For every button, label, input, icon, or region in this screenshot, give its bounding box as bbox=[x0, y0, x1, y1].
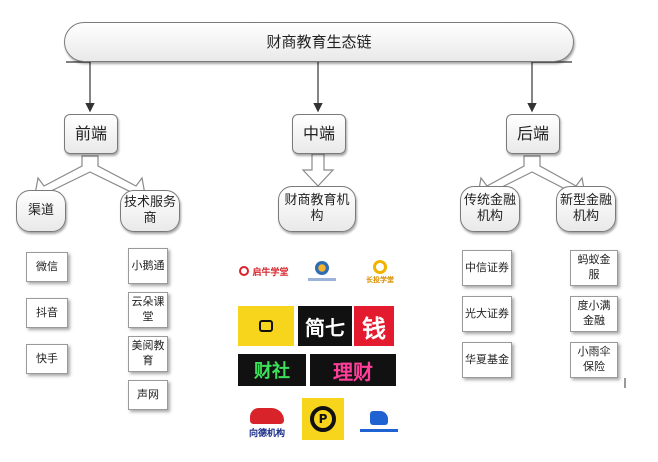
qian-logo: 钱 bbox=[354, 306, 394, 346]
p-logo: P bbox=[302, 398, 344, 440]
changtou-icon bbox=[373, 259, 387, 274]
ququ-icon bbox=[239, 266, 250, 276]
edu-logo-small bbox=[308, 258, 336, 284]
traditional-finance-item: 光大证券 bbox=[462, 296, 512, 332]
caishe-logo: 财社 bbox=[238, 354, 306, 386]
ququ-logo: 启牛学堂 bbox=[234, 262, 294, 280]
changtou-logo: 长投学堂 bbox=[362, 258, 398, 286]
traditional-finance-item: 中信证券 bbox=[462, 250, 512, 286]
middle-down-arrow bbox=[301, 153, 335, 187]
root-node: 财商教育生态链 bbox=[64, 22, 574, 62]
tech-provider-item: 美阅教育 bbox=[128, 336, 168, 372]
tech-provider-item: 云朵课堂 bbox=[128, 292, 168, 328]
tech-provider-item: 声网 bbox=[128, 380, 168, 410]
tech-provider-category: 技术服务商 bbox=[120, 190, 180, 232]
channel-category: 渠道 bbox=[16, 190, 66, 232]
blue-logo bbox=[358, 404, 400, 438]
channel-item: 微信 bbox=[26, 252, 68, 282]
back-node: 后端 bbox=[506, 114, 560, 154]
blue-emblem-icon bbox=[370, 410, 388, 425]
xiaoe-logo bbox=[238, 306, 294, 346]
traditional-finance-category: 传统金融机构 bbox=[460, 186, 520, 232]
blue-caption-bar bbox=[360, 428, 398, 432]
education-institution-category: 财商教育机构 bbox=[278, 186, 356, 232]
new-finance-item: 小雨伞保险 bbox=[570, 342, 618, 378]
jianqi-logo: 简七 bbox=[298, 306, 352, 346]
edu-emblem-icon bbox=[315, 261, 329, 275]
tech-provider-item: 小鹅通 bbox=[128, 248, 168, 284]
new-finance-category: 新型金融机构 bbox=[556, 186, 616, 232]
traditional-finance-item: 华夏基金 bbox=[462, 342, 512, 378]
p-icon: P bbox=[310, 406, 336, 432]
channel-item: 快手 bbox=[26, 344, 68, 374]
xiangde-logo: 向德机构 bbox=[240, 404, 294, 442]
bull-icon bbox=[250, 407, 284, 424]
xiaoe-icon bbox=[259, 320, 273, 332]
edu-caption-bar bbox=[308, 278, 336, 281]
new-finance-item: 蚂蚁金服 bbox=[570, 250, 618, 286]
front-node: 前端 bbox=[64, 114, 118, 154]
channel-item: 抖音 bbox=[26, 298, 68, 328]
middle-node: 中端 bbox=[292, 114, 346, 154]
licai-logo: 理财 bbox=[310, 354, 396, 386]
new-finance-item: 度小满金融 bbox=[570, 296, 618, 332]
